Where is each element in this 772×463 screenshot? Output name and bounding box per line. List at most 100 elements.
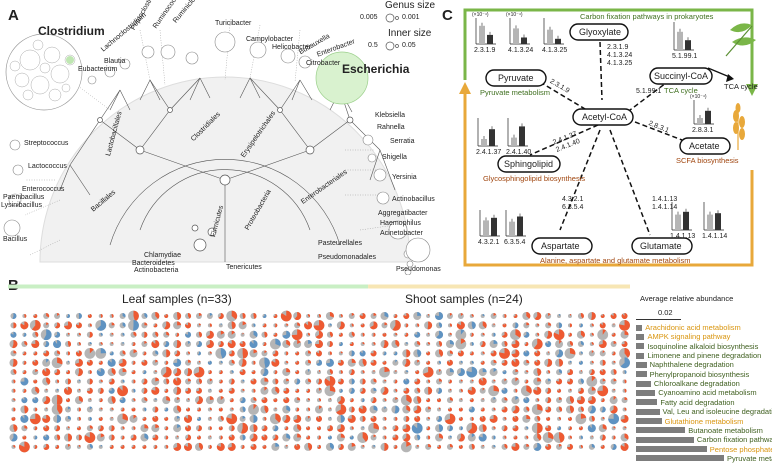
pie-chart: [446, 368, 454, 376]
pie-chart: [163, 378, 169, 384]
pie-chart: [437, 398, 441, 402]
pie-chart: [544, 359, 552, 367]
pie-chart: [623, 379, 627, 383]
pie-chart: [600, 322, 606, 328]
pie-chart: [492, 436, 496, 440]
pie-chart: [328, 417, 332, 421]
pie-chart: [250, 331, 258, 339]
pathway-legend-row: Chloroalkane degradation: [636, 379, 772, 388]
pie-chart: [185, 360, 191, 366]
pie-chart: [87, 407, 93, 413]
pie-chart: [458, 313, 464, 319]
pie-chart: [588, 387, 596, 395]
pie-chart: [164, 408, 168, 412]
pie-chart: [458, 350, 464, 356]
pie-chart: [488, 385, 499, 396]
pie-chart: [194, 367, 205, 378]
pie-chart: [392, 435, 398, 441]
pie-chart: [131, 408, 135, 412]
pie-chart: [241, 379, 245, 383]
pie-chart: [314, 320, 325, 331]
pie-chart: [22, 314, 26, 318]
pie-chart: [117, 413, 128, 424]
pie-chart: [219, 389, 223, 393]
pie-chart: [230, 398, 234, 402]
pie-chart: [10, 322, 16, 328]
pie-chart: [437, 445, 441, 449]
enzyme-label: 5.1.99.1: [636, 88, 661, 95]
pie-chart: [66, 398, 70, 402]
pie-chart: [597, 385, 608, 396]
pie-chart: [229, 350, 235, 356]
pie-chart: [360, 350, 366, 356]
pie-chart: [219, 426, 223, 430]
pie-chart: [252, 323, 256, 327]
pie-chart: [414, 435, 420, 441]
enzyme-bar: [715, 213, 721, 230]
pie-chart: [42, 415, 50, 423]
pie-chart: [173, 424, 181, 432]
leaf-header-bar: [8, 285, 368, 289]
pie-chart: [600, 360, 606, 366]
pie-chart: [153, 398, 157, 402]
pie-chart: [151, 340, 159, 348]
pie-chart: [533, 368, 541, 376]
pie-chart: [554, 432, 565, 443]
pie-chart: [435, 331, 443, 339]
pie-chart: [88, 314, 92, 318]
pie-chart: [435, 349, 443, 357]
pie-chart: [44, 389, 48, 393]
pie-chart: [339, 351, 343, 355]
pie-chart: [379, 367, 390, 378]
pie-chart: [469, 407, 475, 413]
enzyme-bar-plot: 1.4.1.14: [702, 202, 727, 240]
enzyme-bar-plot: 2.4.1.40: [506, 118, 531, 156]
pie-chart: [141, 322, 147, 328]
pie-chart: [619, 357, 630, 368]
pie-chart: [534, 350, 540, 356]
pie-chart: [53, 415, 61, 423]
pie-chart: [556, 397, 562, 403]
pie-chart: [152, 360, 158, 366]
enzyme-bar-label: 2.4.1.37: [476, 149, 501, 156]
pie-chart: [470, 417, 474, 421]
pie-chart: [348, 443, 356, 451]
pie-chart: [64, 387, 72, 395]
pie-chart: [600, 435, 606, 441]
scale-note: (×10⁻⁴): [506, 12, 523, 18]
pie-chart: [294, 444, 300, 450]
pie-chart: [284, 361, 288, 365]
node-succinyl-coa: Succinyl-CoA: [654, 71, 708, 81]
pie-chart: [33, 351, 37, 355]
enzyme-bar: [697, 118, 703, 124]
pie-chart: [457, 368, 465, 376]
pie-chart: [502, 388, 508, 394]
enzyme-bar-label: 4.1.3.25: [542, 47, 567, 54]
pie-chart: [151, 424, 159, 432]
pie-chart: [241, 445, 245, 449]
pie-chart: [270, 413, 281, 424]
pie-chart: [207, 313, 213, 319]
pie-chart: [492, 333, 496, 337]
pie-chart: [185, 435, 191, 441]
pie-chart: [492, 426, 496, 430]
pie-chart: [502, 425, 508, 431]
pie-chart: [261, 425, 267, 431]
pie-chart: [579, 361, 583, 365]
pie-chart: [250, 415, 258, 423]
pie-chart: [391, 406, 399, 414]
pie-chart: [325, 385, 336, 396]
pie-chart: [523, 407, 529, 413]
pie-chart: [305, 416, 311, 422]
pie-chart: [502, 341, 508, 347]
pie-chart: [610, 406, 618, 414]
pie-chart: [622, 313, 628, 319]
pie-chart: [393, 445, 397, 449]
pie-chart: [623, 389, 627, 393]
genus-label: Shigella: [382, 154, 407, 161]
pie-chart: [446, 340, 454, 348]
pie-chart: [470, 398, 474, 402]
pie-chart: [372, 370, 376, 374]
pie-chart: [42, 359, 50, 367]
pie-chart: [11, 408, 15, 412]
